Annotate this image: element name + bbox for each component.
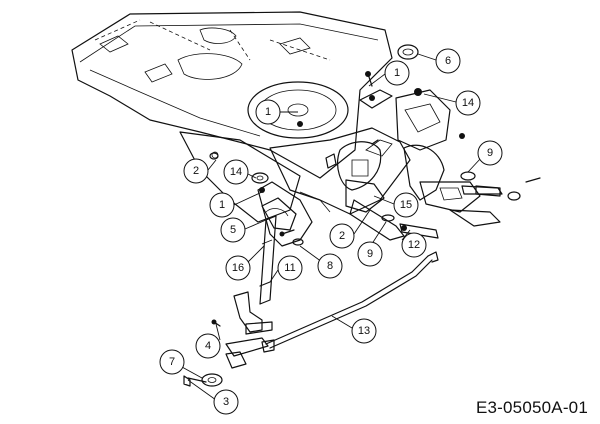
svg-text:9: 9 (367, 248, 373, 260)
svg-text:7: 7 (169, 356, 175, 368)
svg-text:4: 4 (205, 340, 211, 352)
svg-text:14: 14 (462, 97, 474, 109)
svg-text:1: 1 (394, 67, 400, 79)
callout-15: 15 (373, 192, 419, 218)
callout-9-b: 9 (357, 221, 387, 267)
callout-2-b: 2 (329, 209, 371, 249)
callouts: 1 1 1 2 2 3 (159, 48, 503, 415)
callout-13: 13 (331, 315, 377, 344)
callout-1-b: 1 (255, 99, 298, 125)
callout-16: 16 (225, 245, 265, 281)
pedal-linkage (269, 88, 503, 241)
callout-2-a: 2 (183, 158, 217, 184)
svg-text:16: 16 (232, 262, 244, 274)
lower-hardware (183, 319, 223, 387)
pedal-arm (225, 181, 331, 369)
drawing-code: E3-05050A-01 (475, 398, 588, 417)
callout-5: 5 (220, 217, 267, 243)
svg-text:3: 3 (223, 396, 229, 408)
callout-11: 11 (269, 255, 303, 283)
svg-text:2: 2 (193, 165, 199, 177)
svg-text:15: 15 (400, 199, 412, 211)
rod-13 (261, 251, 439, 353)
callout-3: 3 (187, 379, 239, 415)
callout-12: 12 (401, 229, 427, 258)
chassis-frame (71, 11, 393, 223)
callout-7: 7 (159, 349, 203, 379)
callout-1-c: 1 (209, 191, 263, 218)
svg-text:12: 12 (408, 239, 420, 251)
callout-6: 6 (417, 48, 461, 74)
callout-4: 4 (195, 323, 221, 359)
callout-1-a: 1 (368, 60, 410, 87)
svg-text:2: 2 (339, 230, 345, 242)
callout-14-a: 14 (423, 90, 481, 116)
svg-text:11: 11 (284, 262, 295, 274)
svg-text:9: 9 (487, 147, 493, 159)
svg-text:14: 14 (230, 166, 242, 178)
svg-text:1: 1 (265, 106, 271, 118)
svg-text:1: 1 (219, 199, 225, 211)
callout-14-b: 14 (223, 159, 257, 185)
callout-9-a: 9 (467, 140, 503, 173)
svg-text:8: 8 (327, 260, 333, 272)
svg-text:6: 6 (445, 55, 451, 67)
svg-text:5: 5 (230, 224, 236, 236)
svg-text:13: 13 (358, 325, 370, 337)
callout-8: 8 (299, 245, 343, 279)
